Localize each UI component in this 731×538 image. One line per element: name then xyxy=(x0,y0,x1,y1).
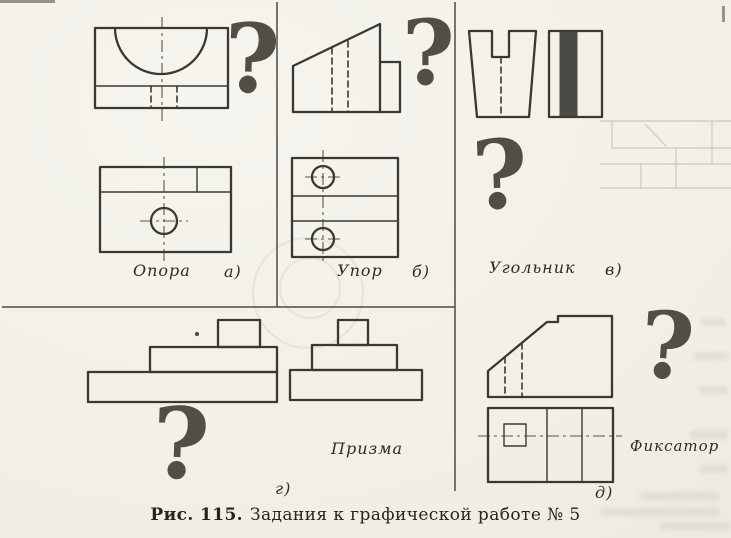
ink-speck xyxy=(194,331,200,337)
ugolnik-front-view xyxy=(467,29,538,119)
section-fill xyxy=(559,30,578,118)
wedge-outline xyxy=(291,22,382,114)
step-middle xyxy=(310,343,399,372)
question-mark-upor: ? xyxy=(402,0,455,106)
step-top xyxy=(336,318,370,347)
front-view-outline xyxy=(486,314,614,399)
fiksator-top-view xyxy=(478,406,622,484)
opora-top-view xyxy=(98,157,233,263)
part-label-fiksator: Фиксатор xyxy=(630,437,720,455)
bleedthrough-smudge xyxy=(700,318,726,326)
ghost-arc xyxy=(251,236,365,350)
step-middle xyxy=(148,345,279,374)
bleedthrough-smudge xyxy=(690,430,728,439)
bleedthrough-smudge xyxy=(660,522,730,530)
bleedthrough-ghosts xyxy=(251,120,731,350)
question-mark-opora: ? xyxy=(222,3,282,116)
step-base xyxy=(288,368,424,402)
top-view-outline xyxy=(98,165,233,254)
question-mark-ugolnik: ? xyxy=(470,119,530,232)
panel-letter-b: б) xyxy=(412,262,431,281)
scan-artifact xyxy=(0,0,55,3)
figure-number: Рис. 115. xyxy=(150,505,243,525)
question-mark-prizma: ? xyxy=(150,386,212,503)
bleedthrough-smudge xyxy=(694,352,728,361)
ghost-line xyxy=(611,121,667,149)
panel-letter-g: г) xyxy=(275,479,292,498)
bleedthrough-smudge xyxy=(698,386,728,394)
part-label-upor: Упор xyxy=(337,261,383,280)
upor-drawing xyxy=(290,22,402,265)
panel-letter-d: д) xyxy=(595,483,614,502)
fiksator-drawing xyxy=(478,314,622,484)
ghost-arc xyxy=(278,256,342,320)
part-label-prizma: Призма xyxy=(331,439,404,458)
figure-caption: Рис. 115. Задания к графической работе № … xyxy=(0,505,731,525)
bleedthrough-smudge xyxy=(640,492,720,500)
bleedthrough-smudge xyxy=(600,508,720,516)
ugolnik-drawing xyxy=(467,29,604,119)
figure-caption-text: Задания к графической работе № 5 xyxy=(250,505,581,525)
fork-outline xyxy=(467,29,538,119)
upor-front-view xyxy=(291,22,402,114)
scan-artifact xyxy=(722,6,725,22)
part-label-opora: Опора xyxy=(133,261,191,280)
ghost-line xyxy=(644,123,667,147)
square-hole xyxy=(503,423,527,447)
semicircular-groove-arc xyxy=(113,26,209,76)
bleedthrough-smudge xyxy=(700,465,728,473)
opora-front-view xyxy=(93,17,230,122)
panel-letter-v: в) xyxy=(605,260,623,279)
fiksator-front-view xyxy=(486,314,614,399)
upor-top-view xyxy=(290,150,400,265)
top-view-outline xyxy=(290,156,400,259)
panel-dividers xyxy=(2,2,456,491)
panel-letter-a: а) xyxy=(224,262,242,281)
top-view-outline xyxy=(486,406,615,484)
question-mark-fiksator: ? xyxy=(636,290,698,402)
part-label-ugolnik: Угольник xyxy=(489,258,576,277)
prizma-front-view xyxy=(86,318,279,404)
prizma-side-view xyxy=(288,318,424,402)
prizma-drawing xyxy=(86,318,424,404)
step-top xyxy=(216,318,262,349)
step-outline xyxy=(378,60,402,114)
opora-drawing xyxy=(93,17,233,263)
ugolnik-side-view xyxy=(547,29,604,119)
